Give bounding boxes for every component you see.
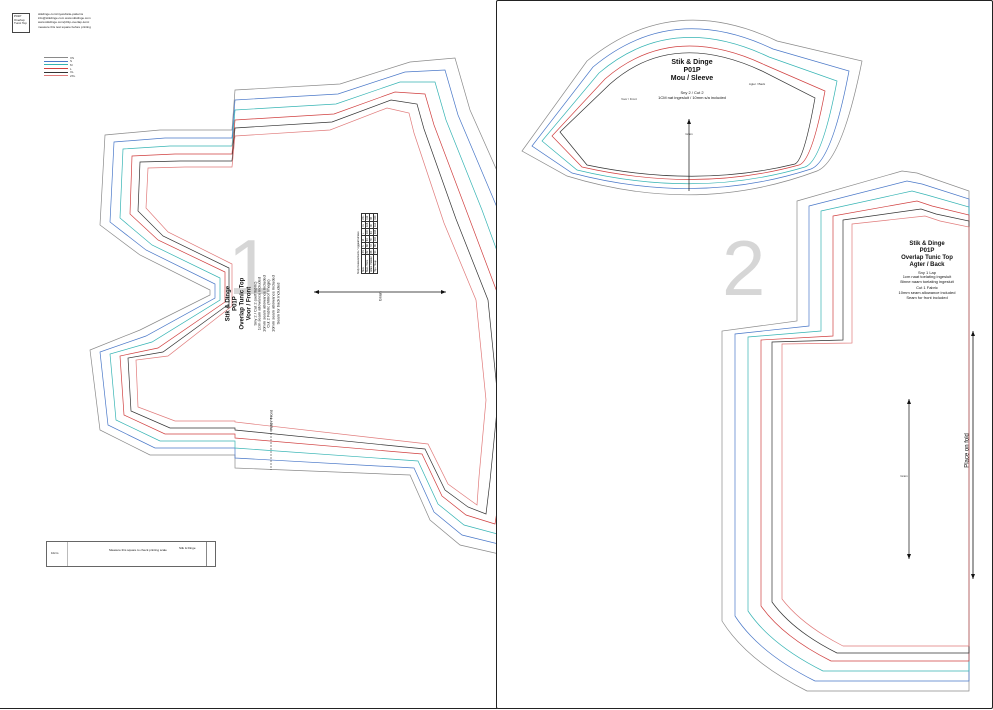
back-grain-label: Grain — [900, 474, 908, 478]
sleeve-piece-label: Stik & Dinge P01P Mou / Sleeve Sny 2 / C… — [658, 59, 726, 100]
fold-label: Fold / Front — [268, 410, 274, 431]
front-grain-label: Grain — [377, 291, 383, 302]
pattern-meta-box: P01P Overlap Tunic Top — [12, 13, 30, 33]
test-square-box: 10cm Measure this square to check printi… — [46, 541, 216, 567]
sleeve-grain-label: Grain — [685, 132, 693, 136]
pattern-meta-text: stikdinge.com/mywebsite-patterns info@st… — [38, 12, 91, 29]
size-legend: XS S M L XL 2XL — [44, 56, 75, 78]
pattern-page-1: P01P Overlap Tunic Top stikdinge.com/myw… — [0, 0, 497, 709]
page-number-1: 1 — [228, 223, 272, 311]
front-piece-outline — [89, 57, 497, 554]
pattern-page-2: 2 Stik & Dinge P01P Mou / Sleeve Sny 2 /… — [496, 0, 993, 709]
sleeve-front-label: Voor / Front — [621, 97, 637, 101]
place-on-fold-label: Place on fold — [964, 433, 971, 468]
front-piece-label: Stik & Dinge P01P Overlap Tunic Top Voor… — [225, 275, 280, 333]
sleeve-and-back-outlines — [521, 19, 975, 692]
page-number-2: 2 — [722, 224, 766, 312]
back-piece-label: Stik & Dinge P01P Overlap Tunic Top Agte… — [898, 241, 956, 300]
sleeve-back-label: Agter / Back — [748, 82, 766, 86]
